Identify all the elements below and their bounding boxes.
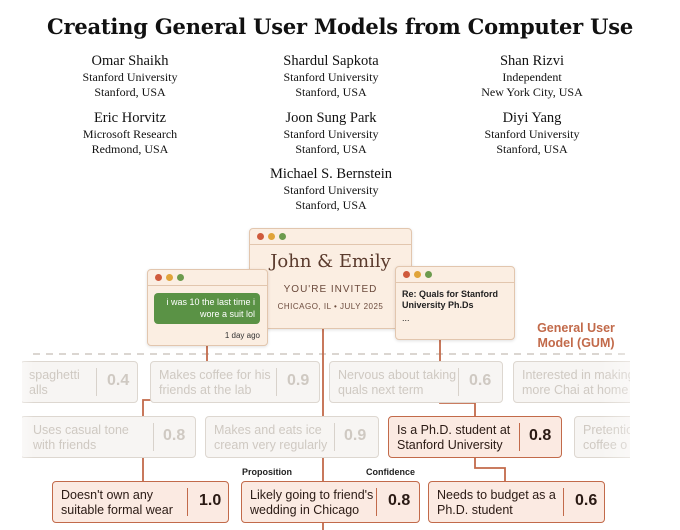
minimize-dot-icon bbox=[414, 271, 421, 278]
connector-phd-budget bbox=[474, 458, 506, 481]
close-dot-icon bbox=[155, 274, 162, 281]
confidence-value: 0.9 bbox=[344, 427, 367, 444]
author-name: Eric Horvitz bbox=[93, 110, 167, 126]
author-location: Stanford, USA bbox=[295, 85, 367, 99]
author-block: Diyi Yang Stanford University Stanford, … bbox=[432, 109, 632, 157]
close-dot-icon bbox=[257, 233, 264, 240]
confidence-value: 0.9 bbox=[287, 372, 310, 389]
author-affiliation: Microsoft Research bbox=[82, 127, 178, 141]
window-titlebar bbox=[148, 270, 267, 286]
confidence-value: 0.8 bbox=[163, 427, 186, 444]
author-name: Michael S. Bernstein bbox=[269, 166, 393, 182]
minimize-dot-icon bbox=[166, 274, 173, 281]
confidence-column-label: Confidence bbox=[366, 467, 416, 477]
proposition-column-label: Proposition bbox=[242, 467, 292, 477]
author-location: Stanford, USA bbox=[295, 198, 367, 212]
author-affiliation: Stanford University bbox=[283, 127, 379, 141]
window-titlebar bbox=[396, 267, 514, 283]
maximize-dot-icon bbox=[177, 274, 184, 281]
chat-timestamp: 1 day ago bbox=[224, 331, 260, 340]
email-window: Re: Quals for Stanford University Ph.Ds … bbox=[395, 266, 515, 340]
author-location: New York City, USA bbox=[481, 85, 583, 99]
author-block: Shan Rizvi Independent New York City, US… bbox=[432, 52, 632, 100]
window-titlebar bbox=[250, 229, 411, 245]
author-block: Michael S. Bernstein Stanford University… bbox=[231, 165, 431, 213]
close-dot-icon bbox=[403, 271, 410, 278]
invite-names: John & Emily bbox=[270, 251, 391, 272]
minimize-dot-icon bbox=[268, 233, 275, 240]
invitation-window: John & Emily YOU'RE INVITED CHICAGO, IL … bbox=[249, 228, 412, 329]
maximize-dot-icon bbox=[425, 271, 432, 278]
author-block: Eric Horvitz Microsoft Research Redmond,… bbox=[30, 109, 230, 157]
author-location: Stanford, USA bbox=[295, 142, 367, 156]
author-name: Diyi Yang bbox=[502, 110, 562, 126]
author-location: Stanford, USA bbox=[496, 142, 568, 156]
author-affiliation: Independent bbox=[502, 70, 562, 84]
confidence-value: 1.0 bbox=[199, 492, 222, 509]
author-block: Shardul Sapkota Stanford University Stan… bbox=[231, 52, 431, 100]
author-block: Joon Sung Park Stanford University Stanf… bbox=[231, 109, 431, 157]
author-location: Stanford, USA bbox=[94, 85, 166, 99]
author-block: Omar Shaikh Stanford University Stanford… bbox=[30, 52, 230, 100]
author-name: Omar Shaikh bbox=[91, 53, 169, 69]
confidence-value: 0.4 bbox=[107, 372, 130, 389]
maximize-dot-icon bbox=[279, 233, 286, 240]
paper-title: Creating General User Models from Comput… bbox=[46, 14, 634, 39]
confidence-value: 0.6 bbox=[469, 372, 492, 389]
invite-heading: YOU'RE INVITED bbox=[283, 284, 378, 295]
invite-place-date: CHICAGO, IL • JULY 2025 bbox=[277, 302, 384, 311]
author-affiliation: Stanford University bbox=[484, 127, 580, 141]
author-name: Joon Sung Park bbox=[285, 110, 377, 126]
chat-window: i was 10 the last time i wore a suit lol… bbox=[147, 269, 268, 346]
email-ellipsis: ... bbox=[402, 313, 410, 323]
confidence-value: 0.8 bbox=[529, 427, 552, 444]
author-name: Shardul Sapkota bbox=[283, 53, 379, 69]
confidence-value: 0.6 bbox=[575, 492, 598, 509]
confidence-value: 0.8 bbox=[388, 492, 411, 509]
author-location: Redmond, USA bbox=[91, 142, 169, 156]
email-subject: Re: Quals for Stanford University Ph.Ds bbox=[402, 289, 499, 310]
author-affiliation: Stanford University bbox=[283, 183, 379, 197]
author-affiliation: Stanford University bbox=[82, 70, 178, 84]
chat-message-bubble: i was 10 the last time i wore a suit lol bbox=[154, 293, 260, 324]
author-affiliation: Stanford University bbox=[283, 70, 379, 84]
author-name: Shan Rizvi bbox=[499, 53, 565, 69]
